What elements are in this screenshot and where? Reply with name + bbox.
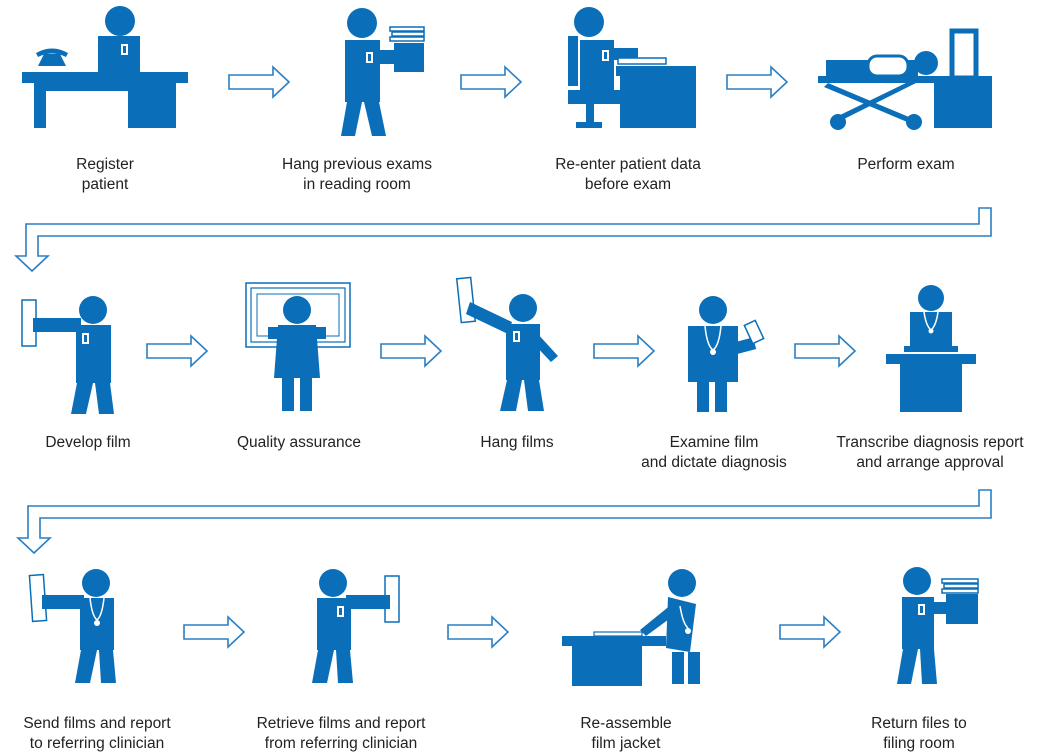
person-holding-film-icon [21, 296, 114, 414]
person-retrieving-films-icon [312, 569, 400, 683]
step-label: Quality assurance [236, 434, 362, 451]
receptionist-at-desk-with-phone-icon [22, 6, 188, 128]
flow-arrow [726, 66, 788, 98]
flow-arrow [146, 335, 208, 367]
step-label: Re-enter patient data before exam [555, 156, 701, 193]
flow-arrow [779, 616, 841, 648]
step-label: Transcribe diagnosis report and arrange … [836, 434, 1024, 471]
flow-arrow [380, 335, 442, 367]
step-label: Register patient [76, 156, 134, 193]
step-label: Examine film and dictate diagnosis [641, 434, 787, 471]
doctor-at-table-icon [562, 569, 700, 686]
flow-arrow [228, 66, 290, 98]
person-hanging-film-icon [455, 276, 558, 411]
flow-arrow [460, 66, 522, 98]
step-label: Retrieve films and report from referring… [256, 715, 426, 752]
step-label: Return files to filing room [871, 715, 967, 752]
patient-on-stretcher-scanner-icon [818, 28, 992, 130]
row-wrap-arrow [15, 489, 992, 555]
row-wrap-arrow [13, 207, 992, 273]
person-returning-files-icon [897, 567, 979, 684]
transcriptionist-at-desk-icon [886, 285, 976, 412]
step-label: Perform exam [857, 156, 955, 173]
step-label: Re-assemble film jacket [580, 715, 672, 752]
step-label: Hang previous exams in reading room [282, 156, 432, 193]
person-carrying-files-icon [341, 8, 425, 136]
step-label: Develop film [45, 434, 131, 451]
step-label: Hang films [480, 434, 554, 451]
doctor-sending-films-icon [28, 569, 116, 683]
step-label: Send films and report to referring clini… [23, 715, 171, 752]
person-at-lightbox-icon [245, 282, 351, 411]
flow-arrow [447, 616, 509, 648]
flow-arrow [183, 616, 245, 648]
flow-arrow [593, 335, 655, 367]
flow-arrow [794, 335, 856, 367]
person-seated-at-desk-icon [568, 7, 696, 128]
doctor-with-dictaphone-icon [688, 296, 765, 412]
